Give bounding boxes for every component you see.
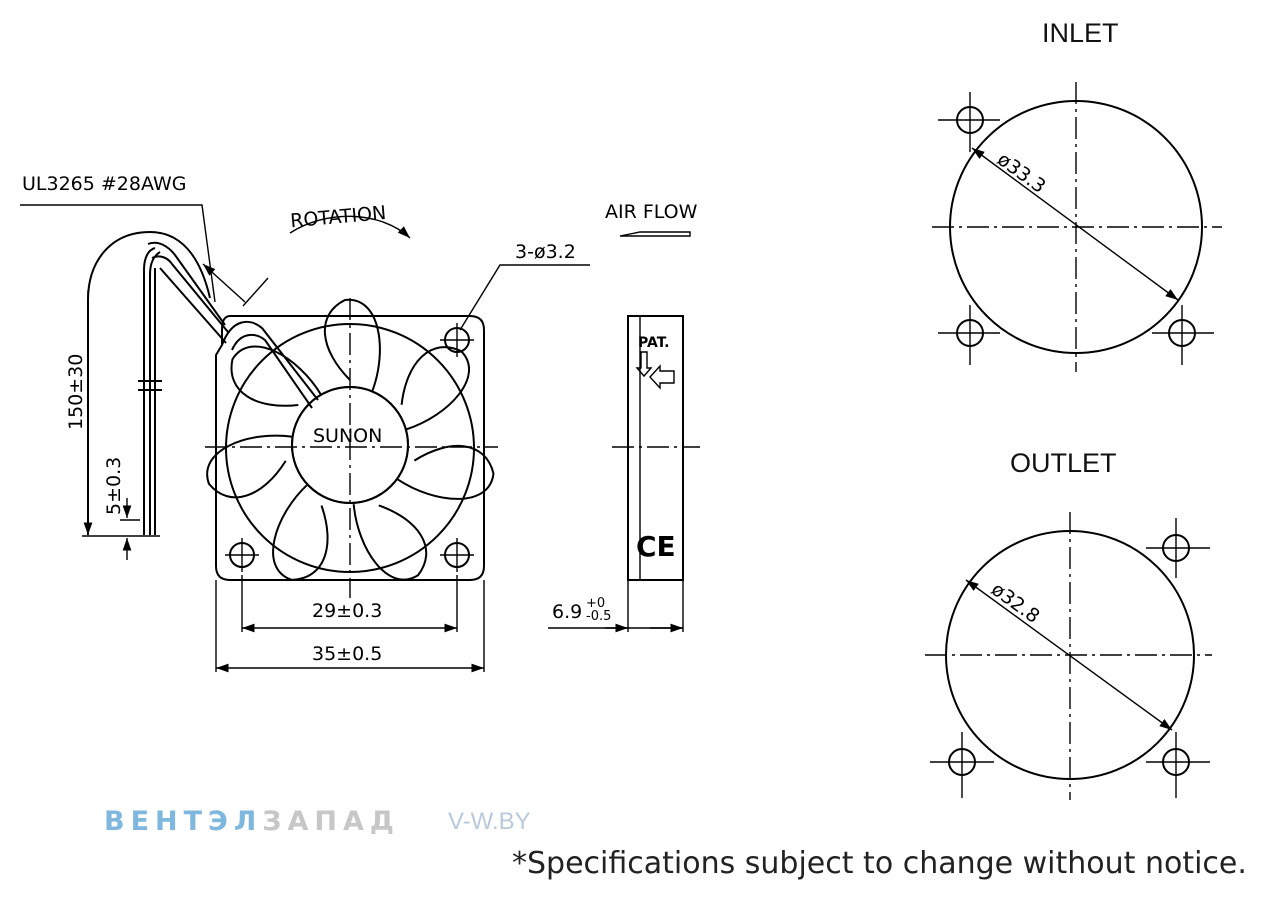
ce-mark: CE — [636, 530, 676, 563]
thickness-tol-plus: +0 — [586, 596, 605, 611]
footer-note: *Specifications subject to change withou… — [512, 846, 1247, 881]
watermark-brand: ВЕНТЭЛЗАПАД — [104, 806, 400, 837]
frame-width-label: 35±0.5 — [312, 643, 382, 665]
front-view — [82, 230, 500, 598]
rotation-label: ROTATION — [289, 202, 387, 232]
hole-spacing-label: 29±0.3 — [312, 600, 382, 622]
strip-length-label: 5±0.3 — [103, 457, 125, 515]
watermark-brand-part1: ВЕНТЭЛ — [104, 806, 263, 837]
lead-length-label: 150±30 — [65, 354, 87, 430]
holes-label: 3-ø3.2 — [515, 241, 576, 263]
outlet-title: OUTLET — [1010, 448, 1117, 478]
side-view: PAT. CE — [612, 315, 700, 581]
outlet-diameter-label: ø32.8 — [987, 578, 1044, 628]
pat-label: PAT. — [638, 335, 669, 351]
brand-label: SUNON — [313, 425, 382, 447]
watermark-site: V-W.BY — [448, 808, 531, 835]
wire-spec-label: UL3265 #28AWG — [22, 173, 186, 195]
watermark-brand-part2: ЗАПАД — [262, 806, 400, 837]
mounting-holes — [225, 323, 474, 572]
air-flow-label: AIR FLOW — [605, 201, 698, 223]
inlet-diameter-label: ø33.3 — [993, 148, 1050, 198]
thickness-tol-minus: -0.5 — [586, 609, 611, 624]
outlet-view — [925, 512, 1212, 800]
inlet-view — [932, 82, 1222, 372]
inlet-title: INLET — [1042, 18, 1119, 48]
thickness-label: 6.9 — [552, 601, 582, 623]
